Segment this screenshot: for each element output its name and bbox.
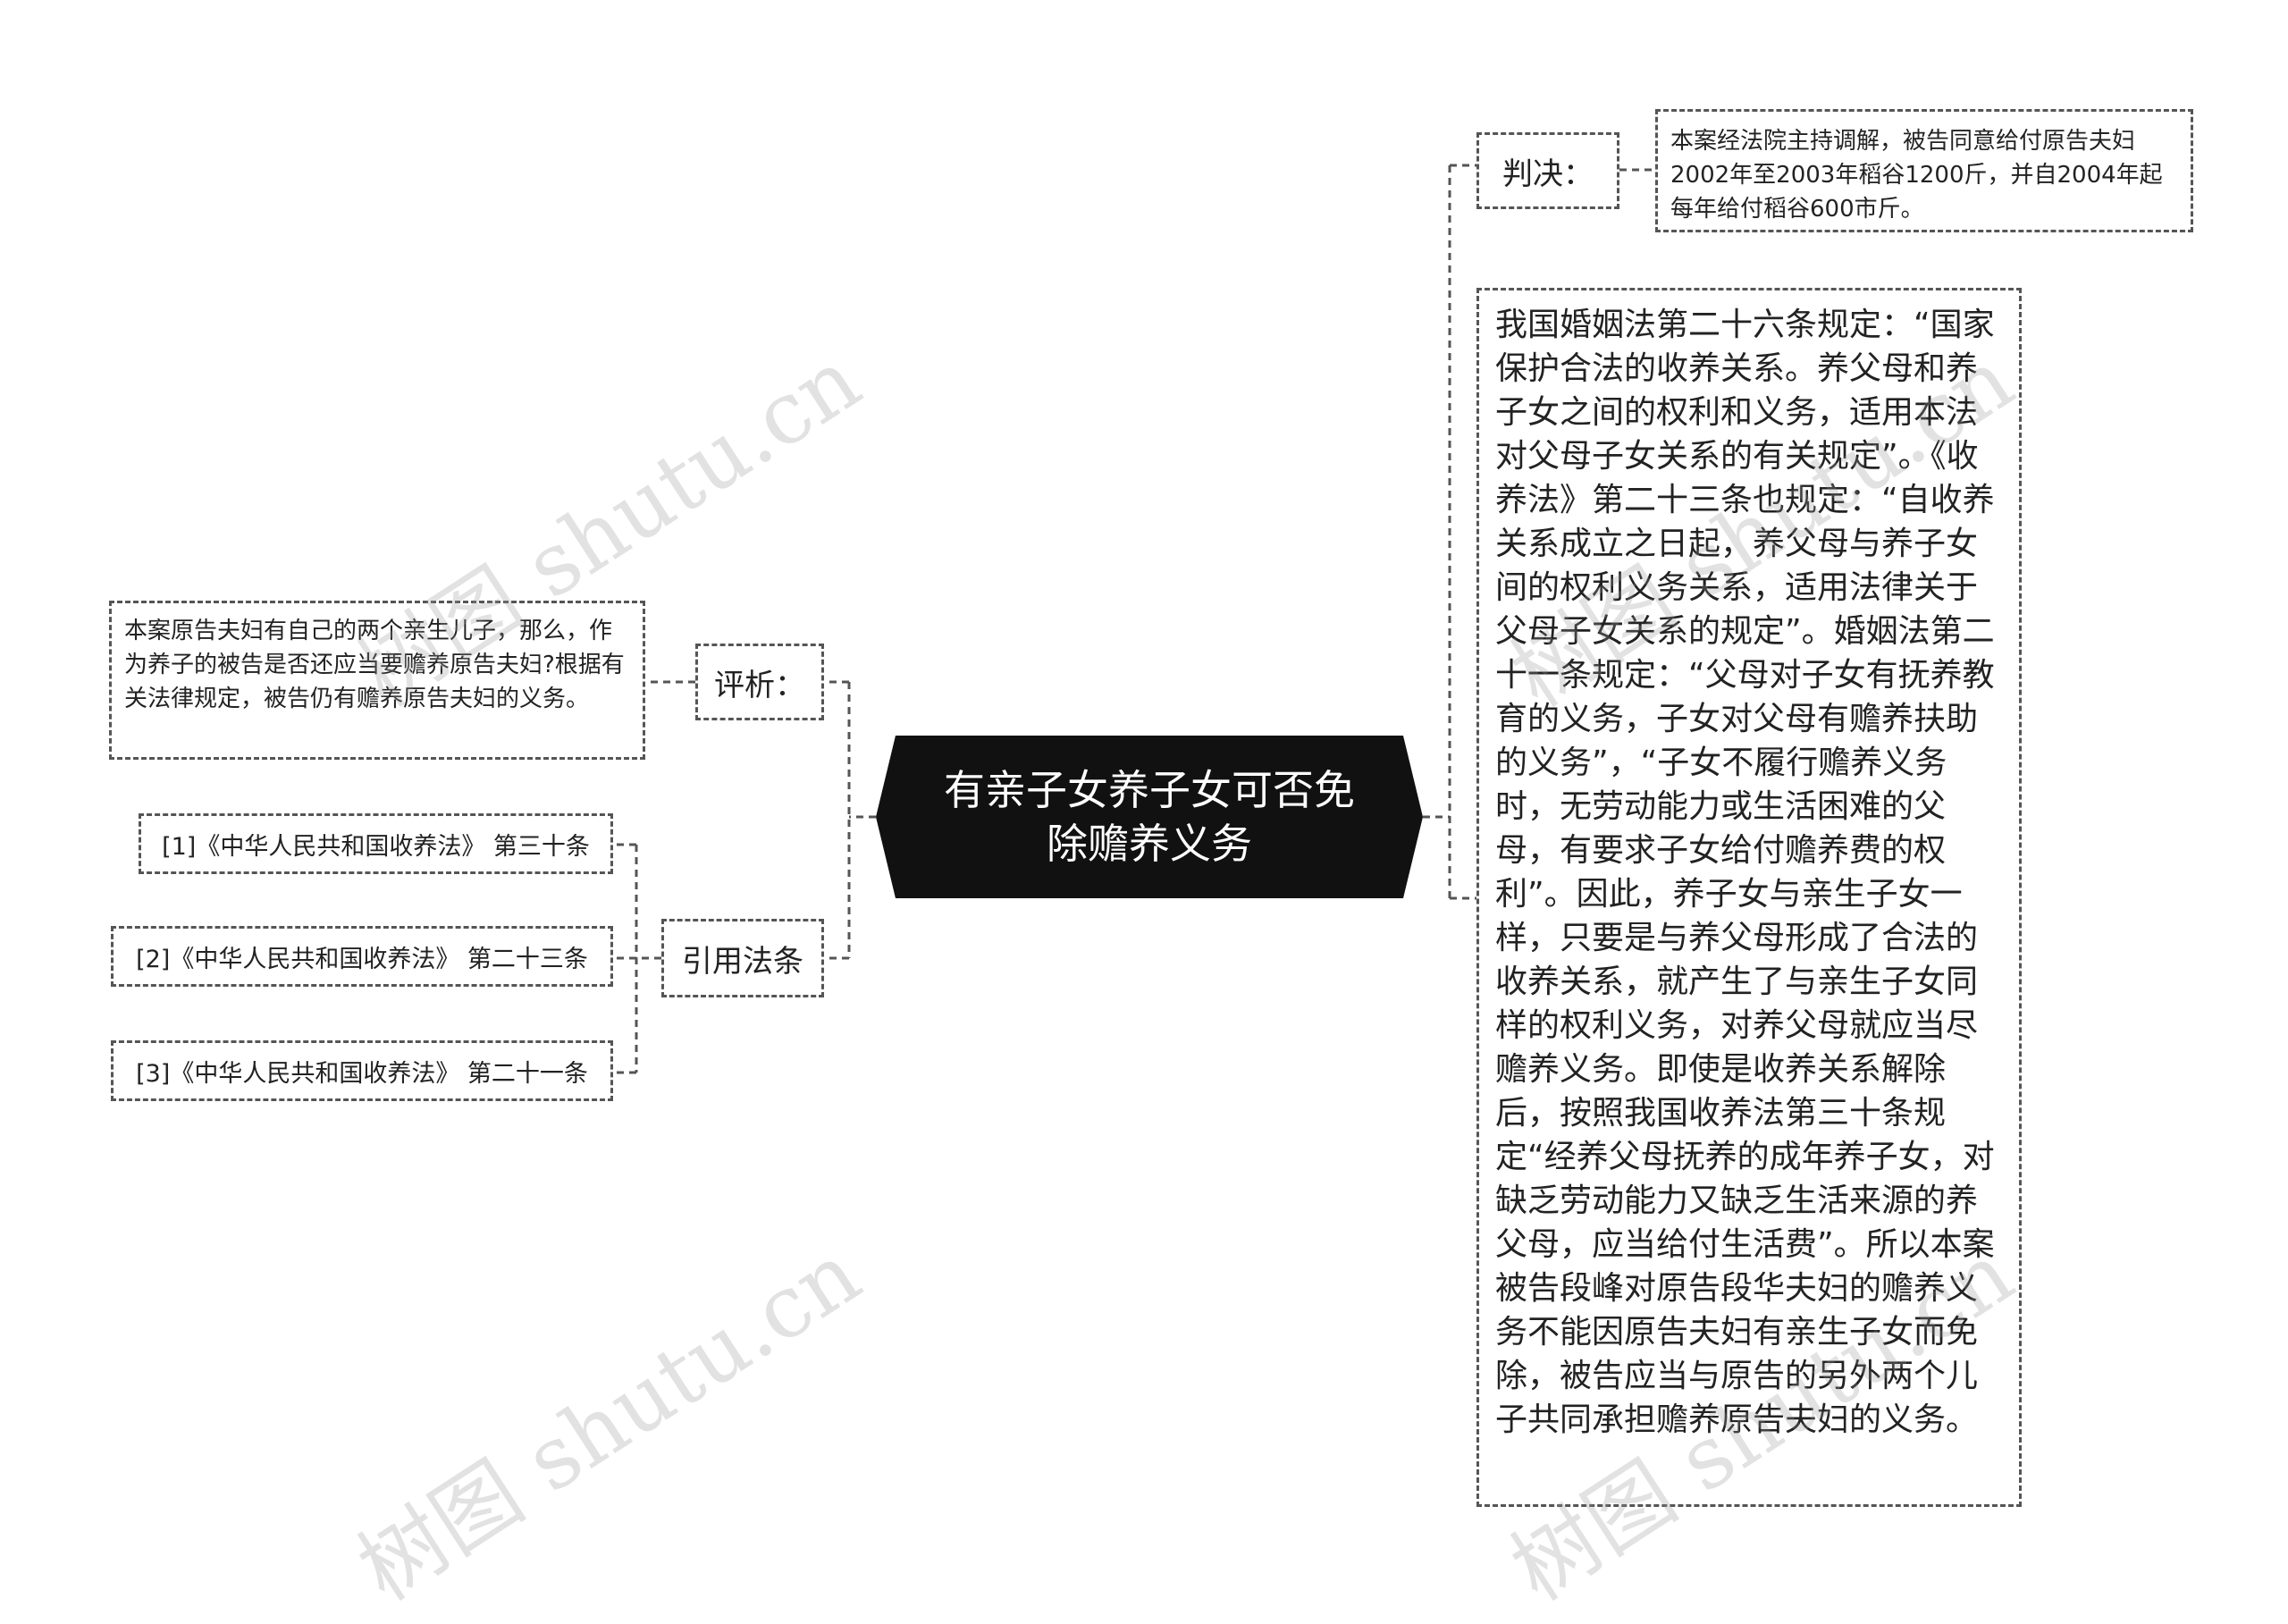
branch-laws-label: 引用法条 bbox=[682, 943, 803, 980]
branch-analysis-label: 评析： bbox=[714, 667, 805, 703]
analysis-text: 本案原告夫妇有自己的两个亲生儿子，那么，作为养子的被告是否还应当要赡养原告夫妇?… bbox=[124, 618, 625, 712]
branch-judgment[interactable]: 判决： bbox=[1476, 132, 1619, 209]
root-node[interactable]: 有亲子女养子女可否免除赡养义务 bbox=[876, 736, 1423, 898]
leaf-analysis-content[interactable]: 本案原告夫妇有自己的两个亲生儿子，那么，作为养子的被告是否还应当要赡养原告夫妇?… bbox=[109, 601, 645, 760]
branch-laws[interactable]: 引用法条 bbox=[661, 919, 824, 997]
leaf-reasoning-content[interactable]: 我国婚姻法第二十六条规定：“国家保护合法的收养关系。养父母和养子女之间的权利和义… bbox=[1476, 288, 2022, 1507]
root-node-shape bbox=[876, 736, 1423, 898]
reasoning-text: 我国婚姻法第二十六条规定：“国家保护合法的收养关系。养父母和养子女之间的权利和义… bbox=[1495, 307, 1995, 1438]
leaf-judgment-content[interactable]: 本案经法院主持调解，被告同意给付原告夫妇2002年至2003年稻谷1200斤，并… bbox=[1655, 109, 2193, 232]
judgment-text: 本案经法院主持调解，被告同意给付原告夫妇2002年至2003年稻谷1200斤，并… bbox=[1670, 128, 2163, 223]
law-item-1[interactable]: [1]《中华人民共和国收养法》 第三十条 bbox=[139, 813, 613, 874]
law-item-2[interactable]: [2]《中华人民共和国收养法》 第二十三条 bbox=[111, 926, 613, 987]
law-item-3-text: [3]《中华人民共和国收养法》 第二十一条 bbox=[136, 1059, 588, 1088]
branch-judgment-label: 判决： bbox=[1502, 156, 1594, 192]
branch-analysis[interactable]: 评析： bbox=[695, 644, 824, 720]
root-title: 有亲子女养子女可否免除赡养义务 bbox=[944, 766, 1355, 868]
law-item-3[interactable]: [3]《中华人民共和国收养法》 第二十一条 bbox=[111, 1040, 613, 1101]
law-item-1-text: [1]《中华人民共和国收养法》 第三十条 bbox=[162, 832, 590, 861]
law-item-2-text: [2]《中华人民共和国收养法》 第二十三条 bbox=[136, 945, 588, 973]
